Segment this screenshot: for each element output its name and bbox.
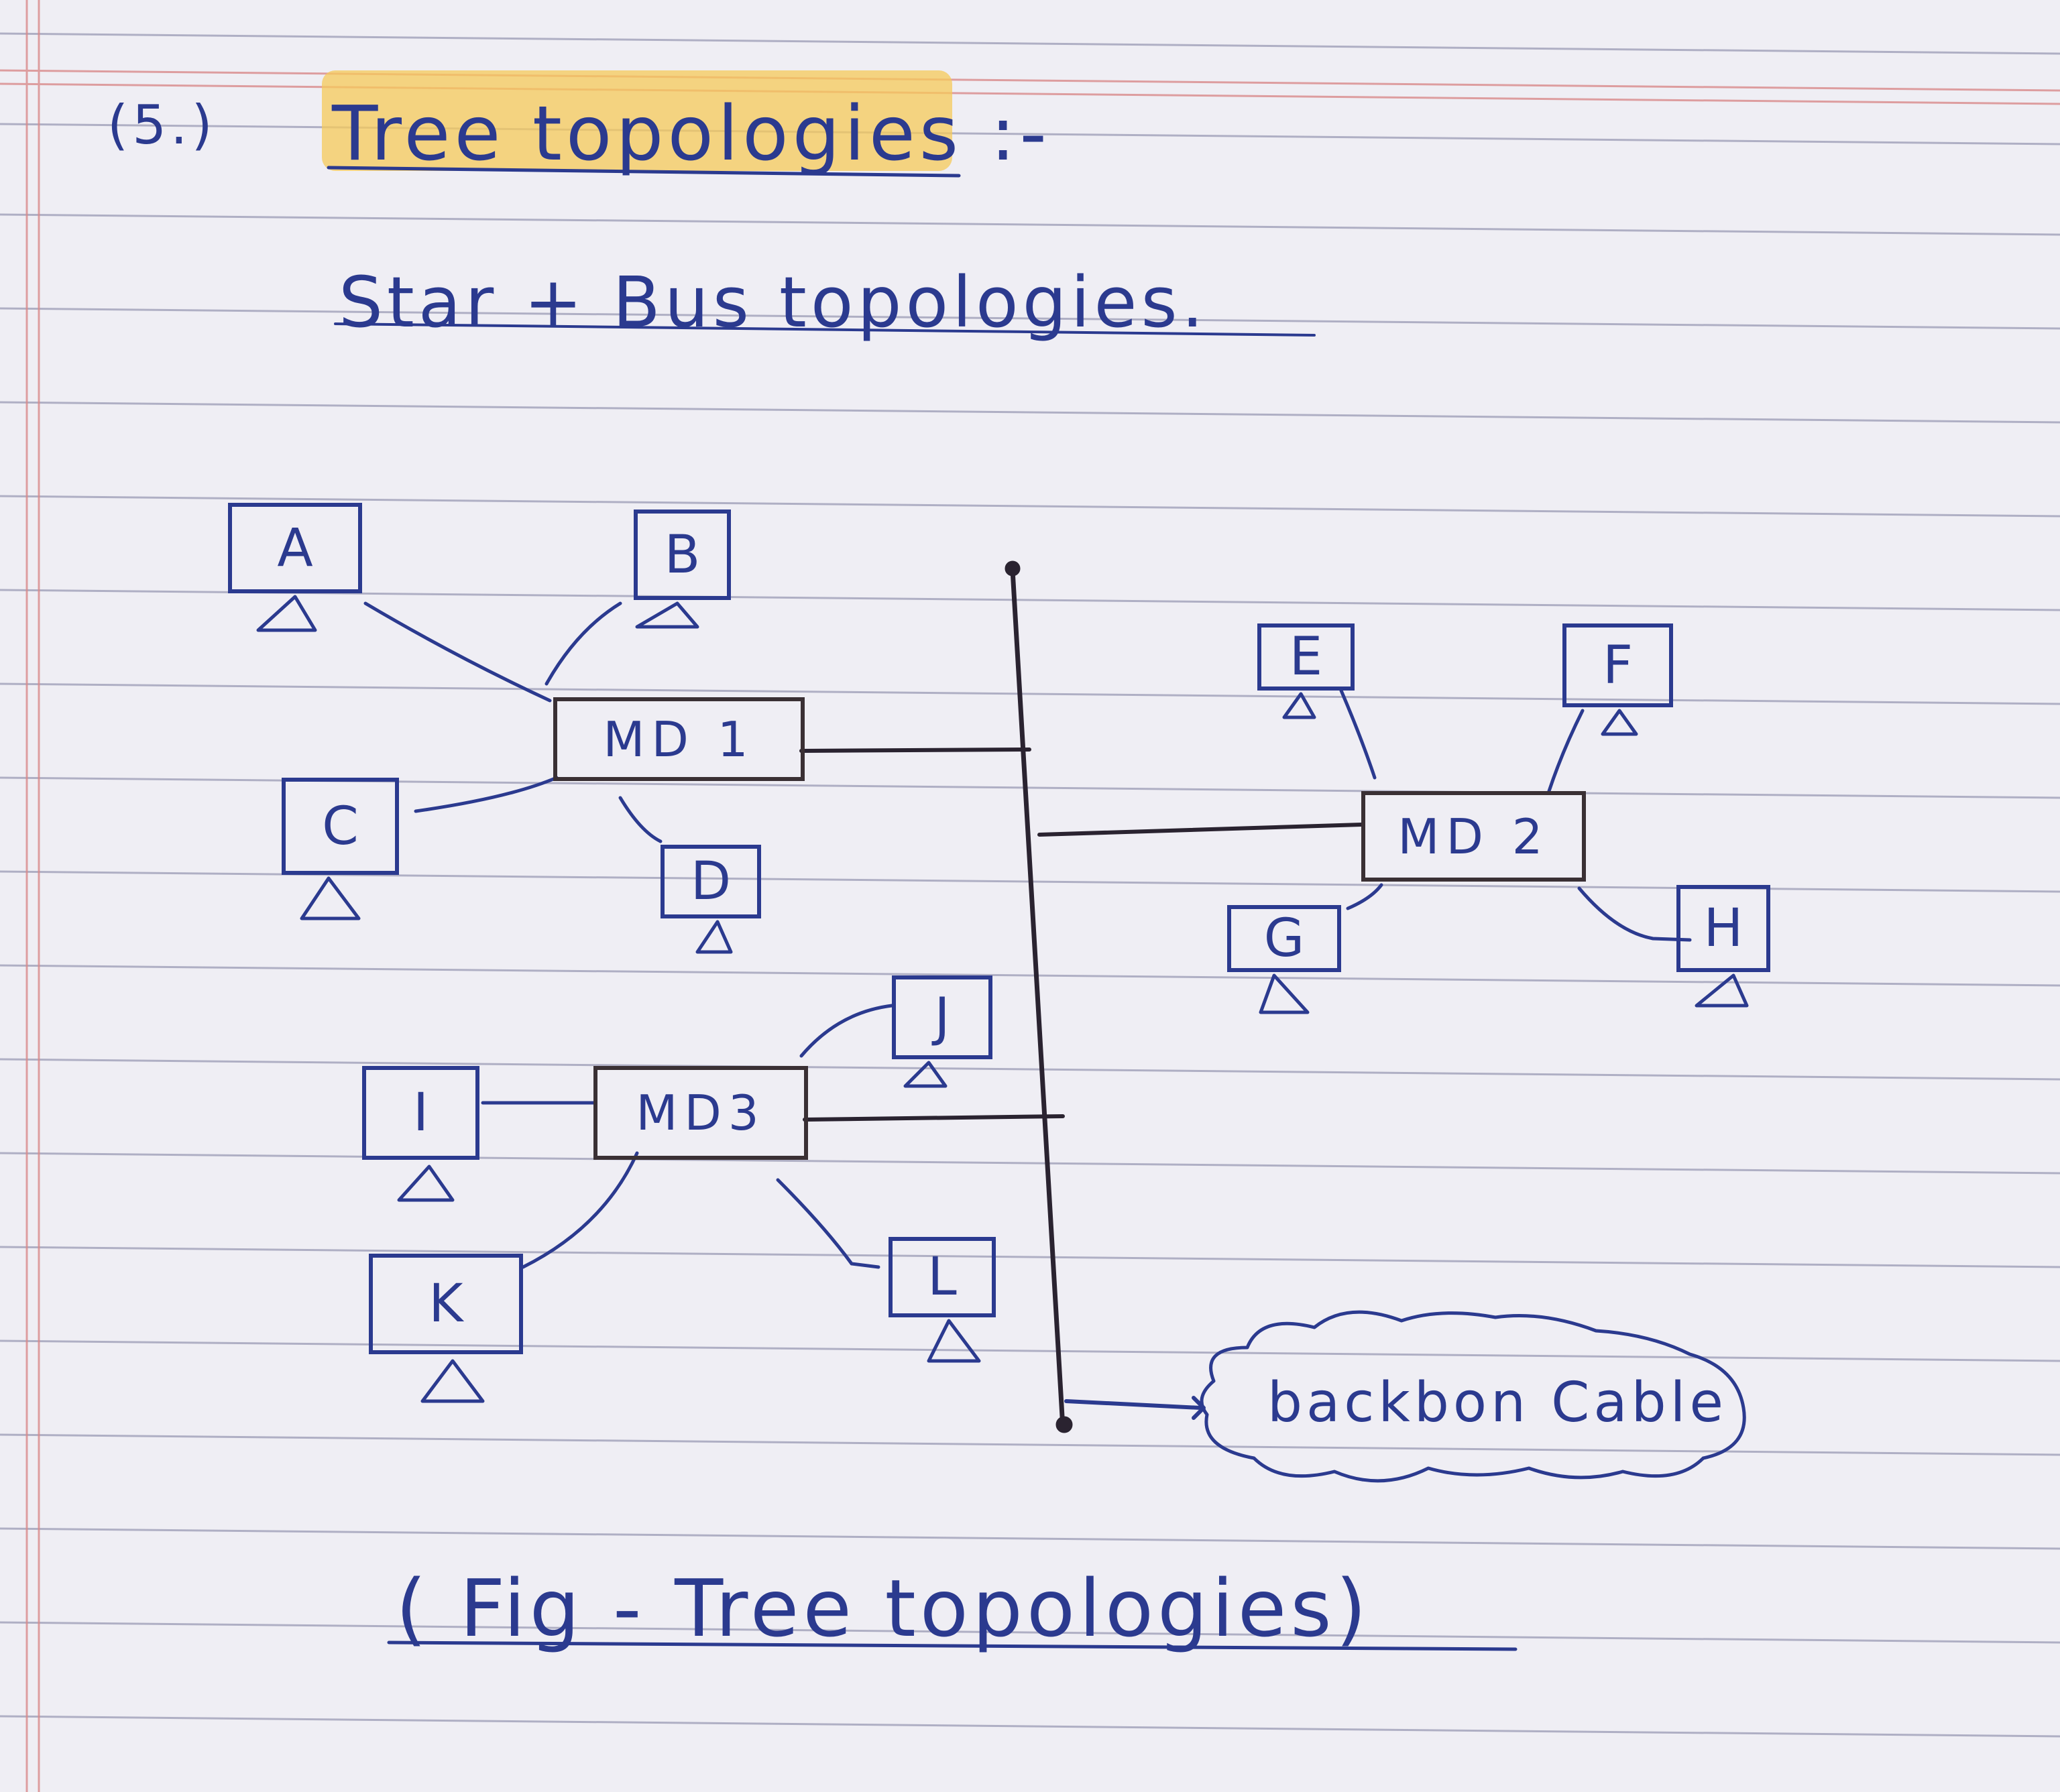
node-a: A bbox=[228, 503, 362, 593]
hub-md3: MD3 bbox=[593, 1066, 808, 1160]
hub-drops bbox=[799, 748, 1363, 1122]
stand-f bbox=[1601, 709, 1638, 736]
caption-underline bbox=[387, 1640, 1518, 1651]
stand-j bbox=[903, 1061, 948, 1088]
node-h: H bbox=[1676, 885, 1770, 972]
md3-links bbox=[481, 1004, 894, 1269]
node-f: F bbox=[1562, 623, 1673, 707]
stand-a bbox=[256, 595, 317, 632]
stand-i bbox=[397, 1164, 455, 1202]
node-c: C bbox=[282, 778, 399, 875]
stand-g bbox=[1259, 973, 1310, 1014]
hub-md2: MD 2 bbox=[1361, 791, 1586, 882]
node-d: D bbox=[661, 845, 761, 918]
node-l: L bbox=[889, 1237, 996, 1317]
subtitle-underline bbox=[334, 322, 1316, 337]
node-i: I bbox=[362, 1066, 479, 1160]
stand-b bbox=[635, 601, 699, 629]
page-title: Tree topologies :- bbox=[332, 91, 1051, 178]
subtitle: Star + Bus topologies. bbox=[339, 261, 1208, 343]
stand-h bbox=[1695, 973, 1749, 1008]
title-highlight bbox=[322, 70, 952, 171]
label-cloud bbox=[1200, 1310, 1746, 1483]
node-j: J bbox=[892, 975, 992, 1059]
hub-md1: MD 1 bbox=[553, 697, 805, 781]
title-underline bbox=[327, 166, 961, 178]
backbone-label: backbon Cable bbox=[1267, 1371, 1727, 1435]
stand-c bbox=[300, 876, 361, 920]
stand-e bbox=[1282, 692, 1316, 719]
node-k: K bbox=[369, 1254, 523, 1354]
node-b: B bbox=[634, 510, 731, 600]
md1-links bbox=[363, 601, 663, 843]
node-g: G bbox=[1227, 905, 1341, 972]
section-number: (5.) bbox=[107, 94, 217, 156]
stand-k bbox=[420, 1359, 485, 1403]
stand-l bbox=[927, 1319, 981, 1363]
figure-caption: ( Fig - Tree topologies) bbox=[396, 1562, 1371, 1655]
stand-d bbox=[695, 920, 733, 954]
backbone-cable bbox=[1005, 560, 1073, 1433]
node-e: E bbox=[1257, 623, 1355, 691]
monitor-stands bbox=[256, 595, 1749, 1403]
md2-links bbox=[1339, 689, 1692, 942]
backbone-pointer bbox=[1064, 1396, 1206, 1420]
rule-lines bbox=[0, 32, 2060, 1738]
